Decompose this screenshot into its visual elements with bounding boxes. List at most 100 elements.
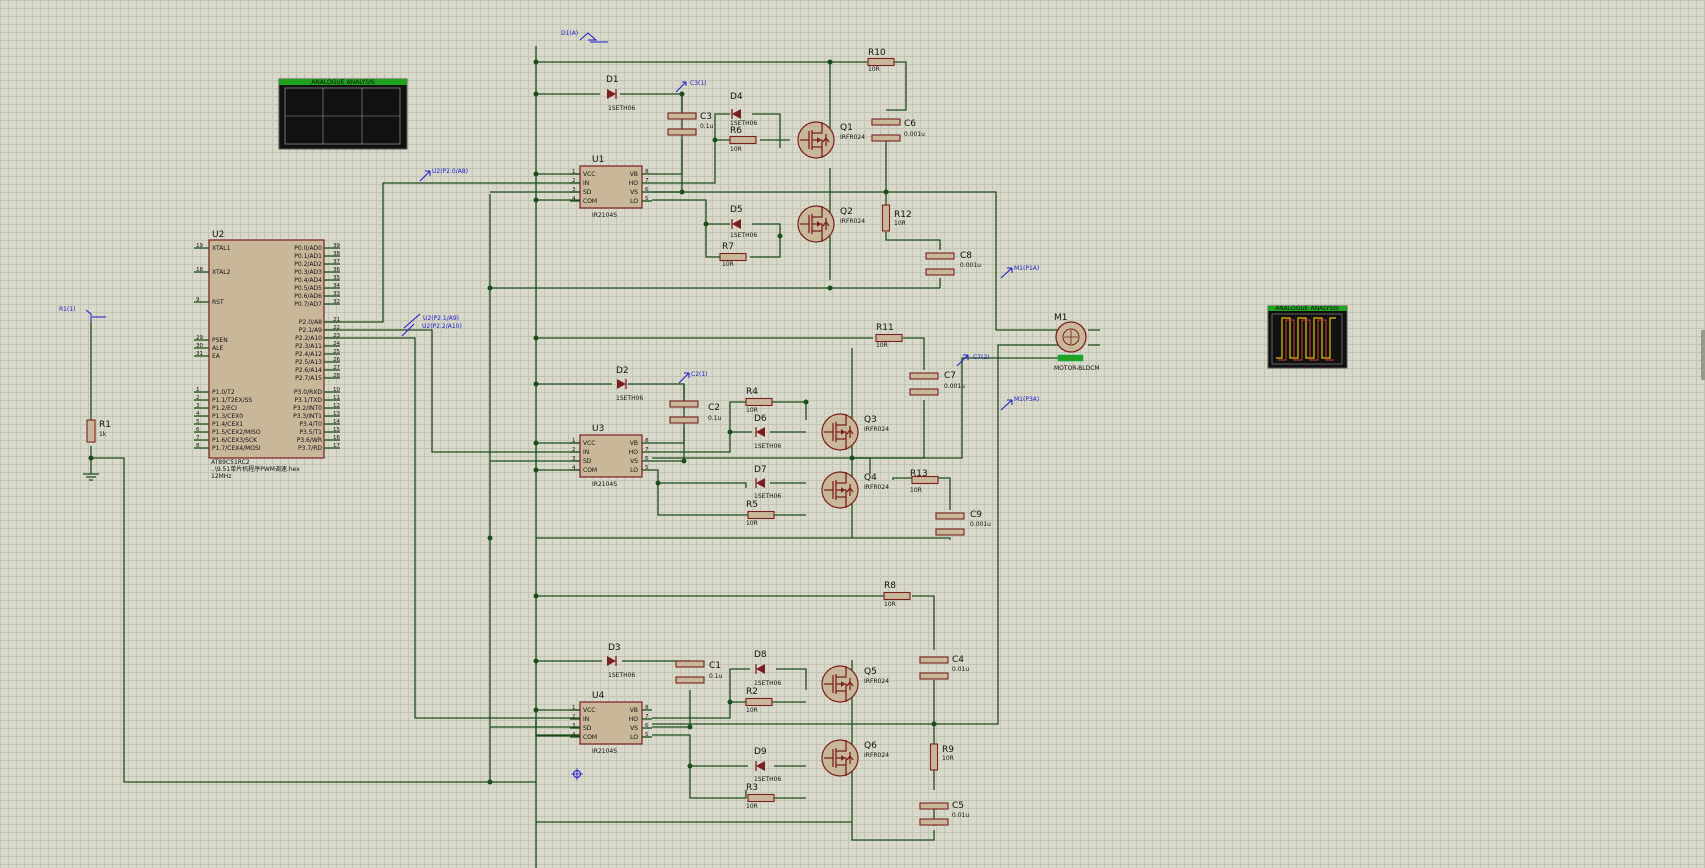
- capacitor-c3[interactable]: C30.1u: [667, 112, 714, 136]
- capacitor-c6[interactable]: C60.001u: [871, 118, 925, 142]
- resistor-ref: R8: [884, 581, 896, 591]
- resistor-val: 10R: [746, 407, 758, 414]
- mcu-pin-label: P0.1/AD1: [294, 253, 322, 260]
- mcu-pin-label: P2.2/A10: [295, 335, 322, 342]
- driver-pin-label: VB: [630, 440, 638, 447]
- diode-ref: D3: [608, 643, 621, 653]
- capacitor-c5[interactable]: C50.01u: [919, 801, 969, 826]
- driver-pin-number: 8: [645, 169, 649, 175]
- driver-pin-number: 1: [572, 705, 576, 711]
- probe-c3[interactable]: C3(1): [675, 80, 707, 93]
- driver-pin-number: 8: [645, 705, 649, 711]
- mcu-pin-number: 5: [196, 419, 200, 425]
- mcu-pin-label: P0.0/AD0: [294, 245, 322, 252]
- driver-pin-label: VCC: [583, 171, 595, 178]
- vertical-scrollbar[interactable]: [1701, 330, 1705, 380]
- driver-pin-label: VS: [630, 189, 638, 196]
- analogue-analysis-graph-2[interactable]: ANALOGUE ANALYSIS: [1267, 305, 1348, 369]
- driver-ref: U4: [592, 691, 605, 701]
- driver-part: IR2104S: [592, 748, 617, 755]
- capacitor-c8[interactable]: C80.001u: [925, 251, 981, 276]
- analogue-analysis-graph-1[interactable]: ANALOGUE ANALYSIS: [278, 78, 408, 150]
- capacitor-ref: C9: [970, 510, 982, 520]
- driver-pin-label: IN: [583, 716, 589, 723]
- mcu-pin-label: RST: [212, 299, 224, 306]
- capacitor-c1[interactable]: C10.1u: [675, 660, 723, 684]
- probe-m1p3a[interactable]: M1(P3A): [1000, 396, 1039, 411]
- capacitor-val: 0.001u: [960, 262, 981, 269]
- capacitor-ref: C2: [708, 403, 720, 413]
- probe-u2p21[interactable]: U2(P2.1/A9): [403, 313, 459, 329]
- probe-d1a[interactable]: D1(A): [561, 30, 608, 43]
- motor-m1[interactable]: M1 MOTOR-BLDCM: [1050, 313, 1100, 372]
- cursor-crosshair-icon: [571, 768, 583, 780]
- probe-m1p1a[interactable]: M1(P1A): [1000, 265, 1039, 279]
- svg-text:C3(1): C3(1): [690, 80, 707, 87]
- diode-ref: D2: [616, 366, 629, 376]
- probe-r1[interactable]: R1(1): [59, 306, 106, 322]
- mosfet-val: IRFR024: [864, 678, 889, 685]
- diode-ref: D6: [754, 414, 767, 424]
- capacitor-val: 0.001u: [904, 131, 925, 138]
- mcu-pin-number: 6: [196, 427, 200, 433]
- capacitor-c4[interactable]: C40.01u: [919, 655, 969, 680]
- mosfet-val: IRFR024: [864, 426, 889, 433]
- resistor-r1[interactable]: R1 1k: [83, 419, 111, 481]
- mcu-pin-label: ALE: [212, 345, 223, 352]
- diode-val: 1SETH06: [754, 680, 781, 687]
- mcu-pin-number: 10: [333, 387, 340, 393]
- probe-u2p22[interactable]: U2(P2.2/A10): [401, 323, 462, 337]
- mcu-pin-number: 1: [196, 387, 200, 393]
- probe-c7[interactable]: C7(2): [956, 354, 990, 367]
- diodes: D11SETH06D21SETH06D31SETH06D41SETH06D51S…: [606, 75, 781, 783]
- mcu-pin-label: XTAL2: [212, 269, 231, 276]
- capacitor-c2[interactable]: C20.1u: [669, 400, 722, 424]
- mcu-right-pins: 39P0.0/AD038P0.1/AD137P0.2/AD236P0.3/AD3…: [293, 243, 340, 452]
- probe-c2[interactable]: C2(1): [678, 371, 708, 384]
- driver-pin-label: SD: [583, 725, 592, 732]
- driver-pin-label: LO: [630, 198, 638, 205]
- driver-pin-number: 6: [645, 187, 649, 193]
- capacitor-c9[interactable]: C90.001u: [935, 510, 991, 536]
- resistor-val: 10R: [868, 66, 880, 73]
- driver-pin-label: HO: [629, 449, 639, 456]
- probe-u2p20[interactable]: U2(P2.0/A8): [419, 168, 468, 182]
- capacitor-ref: C5: [952, 801, 964, 811]
- mcu-pin-number: 8: [196, 443, 200, 449]
- mcu-pin-number: 4: [196, 411, 200, 417]
- capacitor-c7[interactable]: C70.001u: [909, 371, 965, 396]
